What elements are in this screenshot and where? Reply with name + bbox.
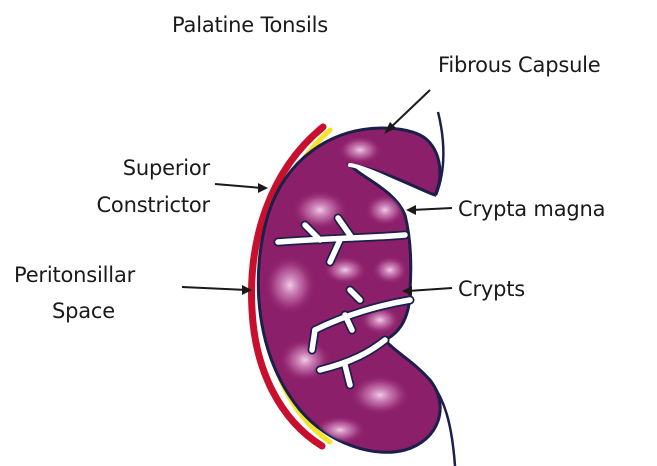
peritonsillar-leader — [182, 287, 247, 290]
fibrous-capsule-leader — [388, 90, 430, 130]
crypta-magna-leader — [412, 208, 452, 210]
label-fibrous-capsule: Fibrous Capsule — [438, 52, 601, 78]
label-crypts: Crypts — [458, 276, 525, 302]
label-crypta-magna: Crypta magna — [458, 196, 605, 222]
diagram-title: Palatine Tonsils — [172, 12, 328, 38]
label-superior-constrictor-line1: Superior — [72, 155, 210, 181]
label-superior-constrictor-line2: Constrictor — [60, 192, 210, 218]
crypta-magna-arrowhead — [406, 205, 416, 215]
superior-constrictor-leader — [215, 184, 262, 188]
label-peritonsillar-line1: Peritonsillar — [14, 262, 135, 288]
crypts-leader — [408, 288, 452, 291]
superior-constrictor-arrowhead — [258, 183, 268, 193]
label-peritonsillar-line2: Space — [52, 298, 115, 324]
